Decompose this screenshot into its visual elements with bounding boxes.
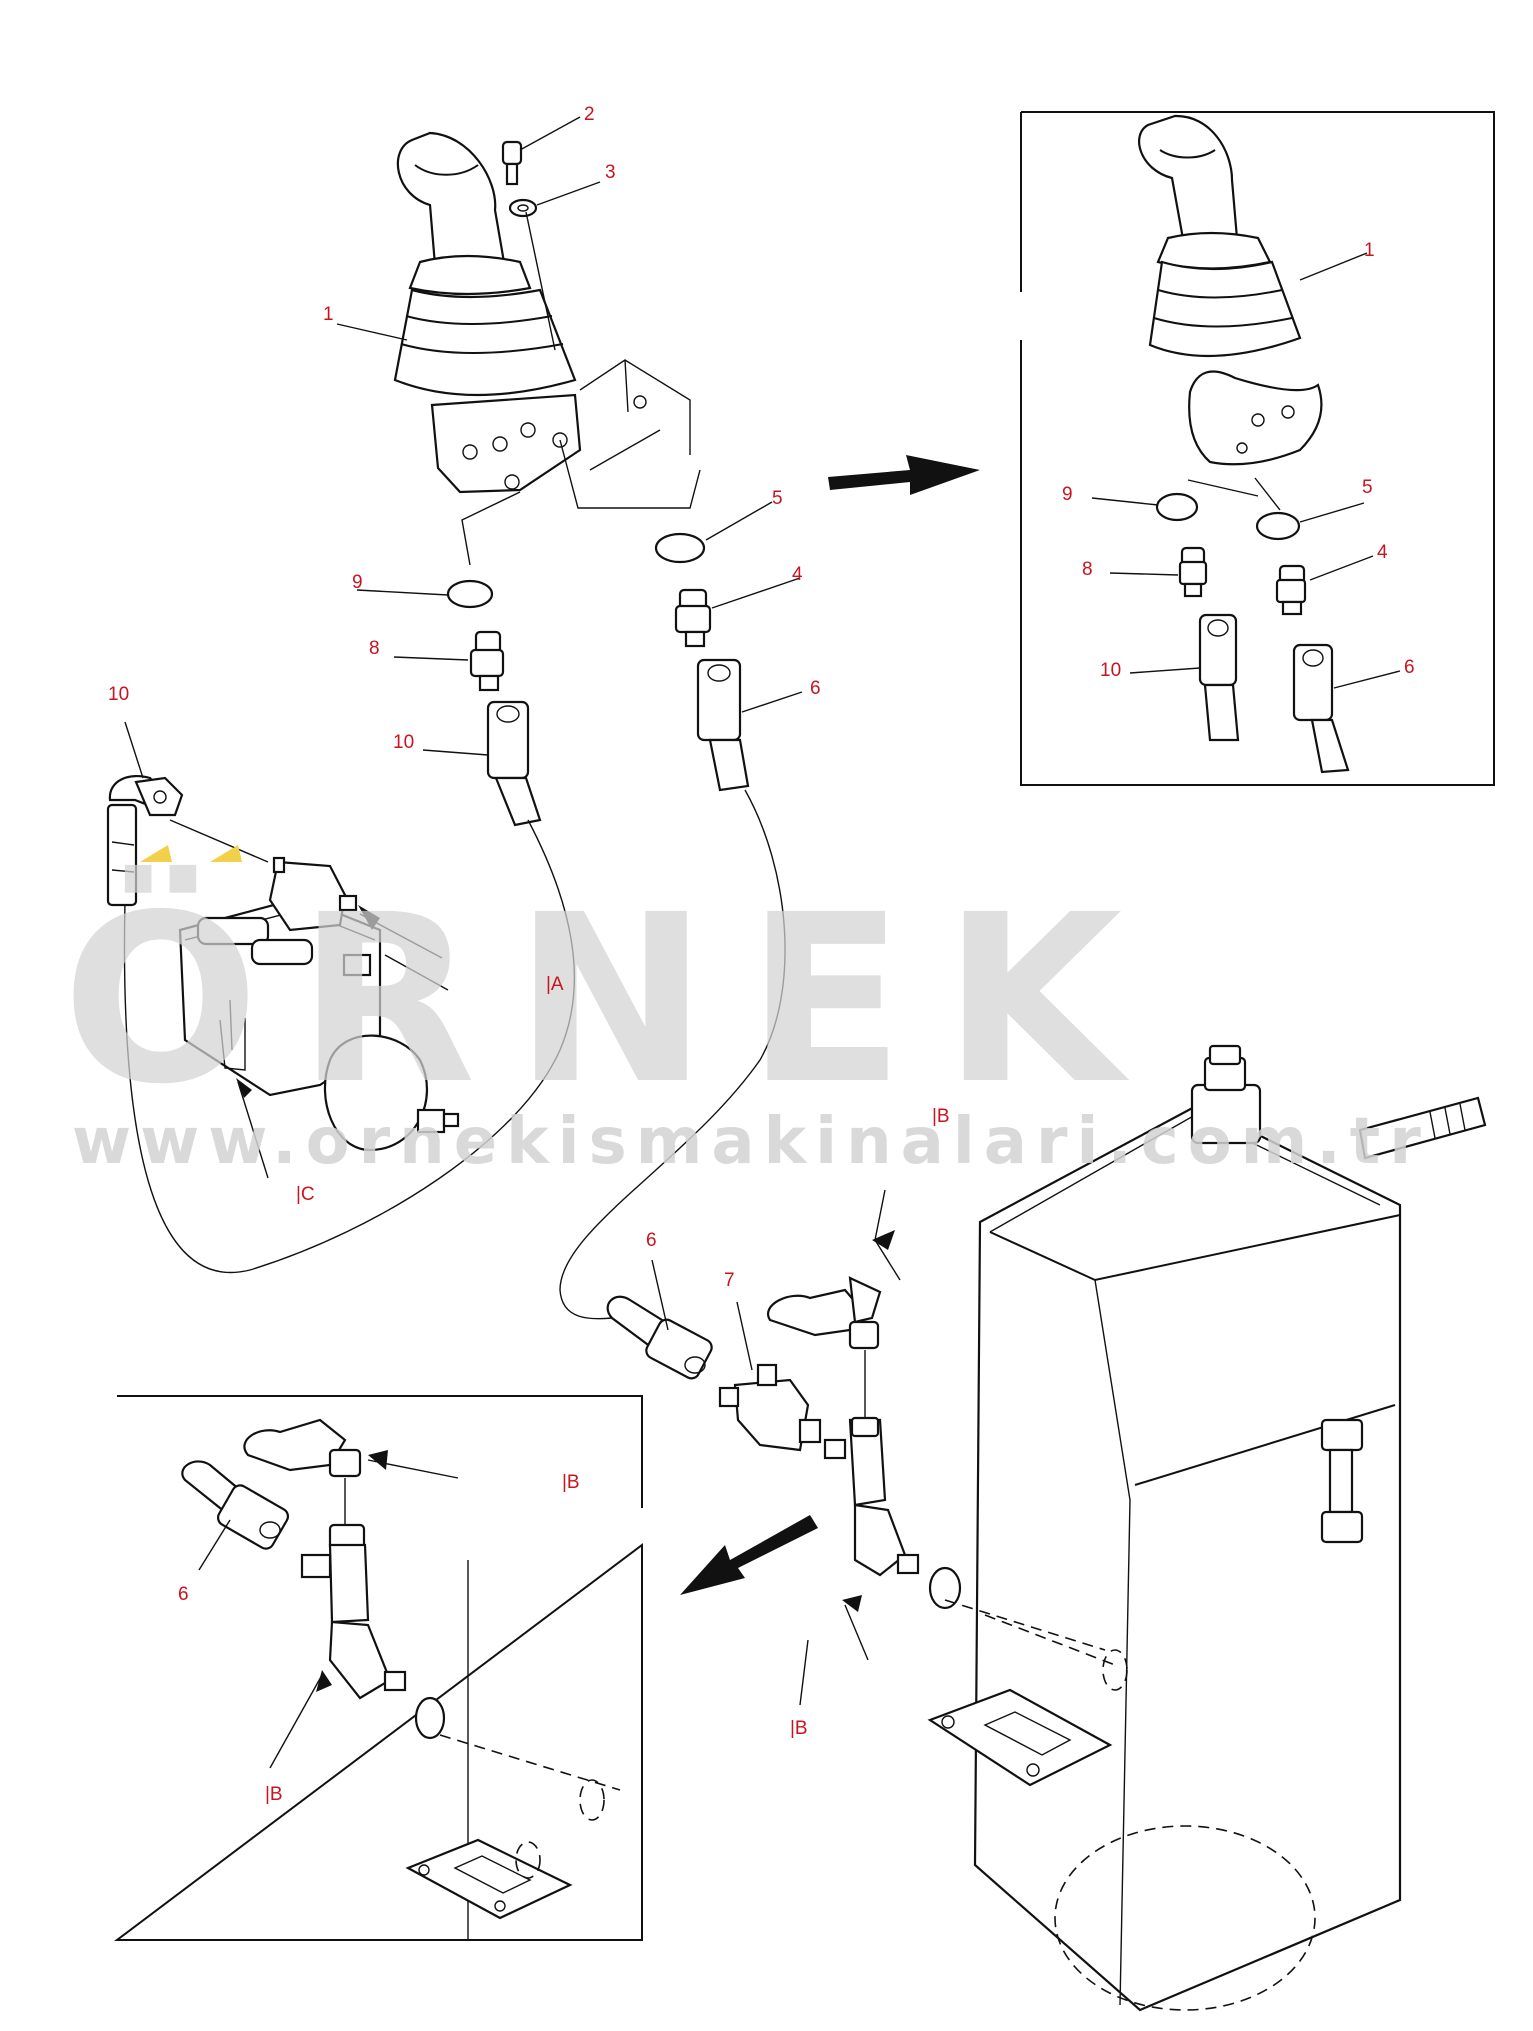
ref-b-detail: |B: [562, 1472, 580, 1493]
callout-detail-10: 10: [1100, 660, 1121, 681]
callout-main-2: 2: [584, 104, 595, 125]
watermark-accent-icon: [140, 845, 242, 862]
detail-hose-6-lower: [181, 1460, 290, 1550]
hydraulic-tank: [927, 1044, 1487, 2012]
detail-box-fittings: [114, 1395, 643, 1941]
detail-oring-5: [1255, 511, 1301, 541]
callout-detail-9: 9: [1062, 484, 1073, 505]
detail-joystick-illustration: [1138, 114, 1323, 466]
oring-5: [654, 532, 706, 564]
detail-fitting-8: [1178, 546, 1208, 598]
watermark-brand: ÖRNEK: [62, 864, 1160, 1135]
detail-oring-9: [1155, 492, 1199, 522]
callout-detail-8: 8: [1082, 559, 1093, 580]
ref-b-detail-lower: |B: [265, 1784, 283, 1805]
callout-labels: 1 2 3 5 4 6 9 8 10 10 1 9 5 8 4 10 6 6 7…: [108, 104, 1415, 1805]
detail-elbow-fitting: [243, 1418, 446, 1740]
detail-fitting-4: [1275, 564, 1307, 616]
callout-detail-4: 4: [1377, 542, 1388, 563]
callout-main-10: 10: [393, 732, 414, 753]
lower-fitting-group: [606, 1189, 1106, 1706]
fitting-8: [469, 630, 505, 692]
ref-b-lower: |B: [790, 1718, 808, 1739]
callout-main-5: 5: [772, 488, 783, 509]
arrow-down-left-icon: [680, 1515, 818, 1595]
elbow-fitting-b: [766, 1276, 962, 1610]
callout-lower-6: 6: [646, 1230, 657, 1251]
detail-box-joystick: [1020, 111, 1495, 786]
callout-detail-6: 6: [1404, 657, 1415, 678]
tee-fitting-7: [718, 1363, 822, 1452]
callout-detail-1: 1: [1364, 240, 1375, 261]
callout-detail-5: 5: [1362, 477, 1373, 498]
callout-main-9: 9: [352, 572, 363, 593]
main-right-hose-chain: [559, 439, 803, 792]
valve-assembly: [106, 721, 460, 1179]
callout-valve-10: 10: [108, 684, 129, 705]
main-left-hose-chain: [356, 491, 542, 827]
hose-6-lower: [606, 1295, 713, 1380]
watermark-url: www.ornekismakinalari.com.tr: [72, 1105, 1430, 1179]
callout-main-3: 3: [605, 162, 616, 183]
detail-hose-10: [1198, 613, 1240, 742]
callout-main-4: 4: [792, 564, 803, 585]
hose-6-main: [696, 658, 750, 792]
detail-hose-6: [1292, 643, 1350, 774]
ref-a: |A: [546, 974, 564, 995]
callout-main-6: 6: [810, 678, 821, 699]
callout-lower-7: 7: [724, 1270, 735, 1291]
ref-c: |C: [296, 1184, 315, 1205]
ref-b-top: |B: [932, 1106, 950, 1127]
fitting-4: [674, 588, 712, 648]
watermark: ÖRNEK www.ornekismakinalari.com.tr: [62, 845, 1430, 1179]
oring-9: [446, 579, 494, 609]
main-joystick-assembly: [336, 116, 691, 494]
callout-main-1: 1: [323, 304, 334, 325]
callout-main-8: 8: [369, 638, 380, 659]
screw-2: [501, 140, 523, 186]
arrow-right-icon: [828, 455, 980, 495]
hose-10-main: [486, 700, 542, 827]
washer-3: [508, 198, 538, 218]
callout-detail-bottom-6: 6: [178, 1584, 189, 1605]
